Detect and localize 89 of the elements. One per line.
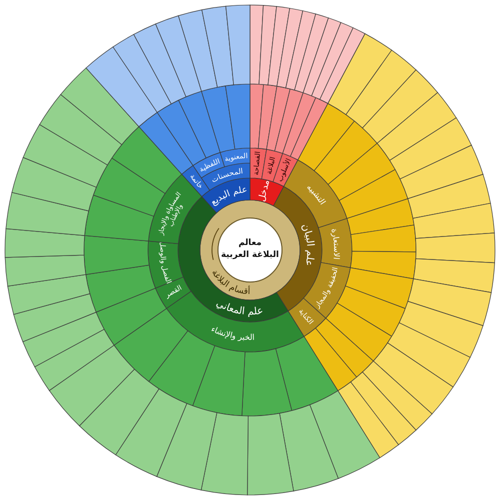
ring-segment (311, 22, 354, 100)
ring-segment (304, 328, 357, 392)
ring-segment (298, 103, 355, 172)
ring-segment (84, 235, 150, 275)
ring-segment (318, 218, 352, 268)
ring-segment (320, 27, 366, 104)
segment-label: الخبر والإنشاء (210, 324, 255, 342)
ring-segment (258, 5, 277, 86)
ring-segment (4, 228, 85, 258)
segment-label: أقسام البلاغة (209, 268, 250, 298)
ring-segment (22, 312, 104, 368)
ring-segment (79, 368, 160, 456)
ring-segment (133, 24, 186, 104)
segment-label: مدخل (257, 178, 272, 203)
ring-segment (350, 372, 416, 446)
ring-segment (84, 194, 154, 242)
ring-segment (12, 157, 97, 212)
ring-segment (387, 322, 470, 388)
ring-segment (400, 144, 484, 199)
ring-segment (336, 286, 406, 337)
ring-segment (413, 258, 495, 293)
ring-segment (178, 9, 218, 92)
ring-segment (350, 250, 416, 280)
ring-segment (350, 224, 416, 252)
segment-label: علم المعاني (214, 298, 264, 318)
ring-segment (200, 412, 248, 496)
ring-segment (345, 267, 414, 309)
ring-segment (408, 278, 492, 326)
ring-segment (34, 328, 114, 391)
segment-label: التشبيه (305, 182, 328, 206)
ring-segment (49, 344, 135, 426)
ring-segment (114, 308, 188, 382)
ring-segment (376, 92, 457, 161)
ring-segment (242, 348, 292, 416)
segment-label: علم البديع (209, 185, 248, 208)
ring-segment (294, 14, 329, 94)
ring-segment (225, 84, 250, 150)
ring-segment (346, 198, 414, 235)
ring-segment (22, 124, 108, 188)
ring-segment (275, 336, 338, 411)
ring-segment (201, 86, 236, 153)
ring-segment (7, 274, 90, 315)
ring-segment (138, 112, 194, 174)
ring-segment (13, 293, 96, 342)
ring-segment (60, 68, 140, 145)
ring-segment (112, 34, 172, 113)
ring-segment (276, 8, 304, 88)
ring-segment (247, 413, 294, 496)
ring-segment (362, 70, 438, 144)
ring-segment (226, 4, 250, 86)
ring-segment (290, 97, 328, 160)
ring-segment (266, 86, 290, 152)
ring-segment (338, 169, 408, 219)
ring-segment (415, 232, 496, 264)
ring-segment (39, 94, 122, 166)
ring-segment (346, 50, 416, 128)
ring-segment (202, 6, 234, 88)
title-text: معالم البلاغة العربية (221, 238, 279, 262)
ring-segment (155, 15, 202, 98)
ring-segment (279, 404, 339, 492)
ring-segment (268, 6, 290, 86)
ring-segment (302, 18, 342, 96)
ring-segment (274, 88, 304, 154)
ring-segment (398, 301, 484, 358)
ring-segment (192, 345, 246, 416)
ring-segment (115, 388, 188, 477)
segment-label: الاستعارة (330, 228, 342, 260)
ring-segment (285, 10, 316, 90)
ring-segment (96, 288, 167, 346)
ring-segment (412, 202, 495, 239)
ring-segment (362, 360, 432, 430)
ring-segment (156, 403, 218, 490)
ring-segment (389, 117, 472, 180)
ring-segment (314, 120, 378, 185)
ring-segment (86, 46, 158, 127)
ring-segment (258, 84, 278, 150)
segment-label: علم البيان (299, 222, 316, 268)
ring-segment (282, 92, 316, 157)
ring-segment (6, 192, 89, 236)
ring-segment (310, 390, 380, 479)
ring-segment (328, 143, 396, 201)
ring-segment (338, 382, 399, 458)
ring-segment (373, 342, 454, 414)
ring-segment (4, 254, 86, 286)
ring-segment (408, 174, 491, 219)
ring-segment (86, 264, 156, 312)
ring-segment (315, 318, 374, 378)
ring-segment (178, 90, 220, 158)
ring-segment (328, 33, 392, 115)
